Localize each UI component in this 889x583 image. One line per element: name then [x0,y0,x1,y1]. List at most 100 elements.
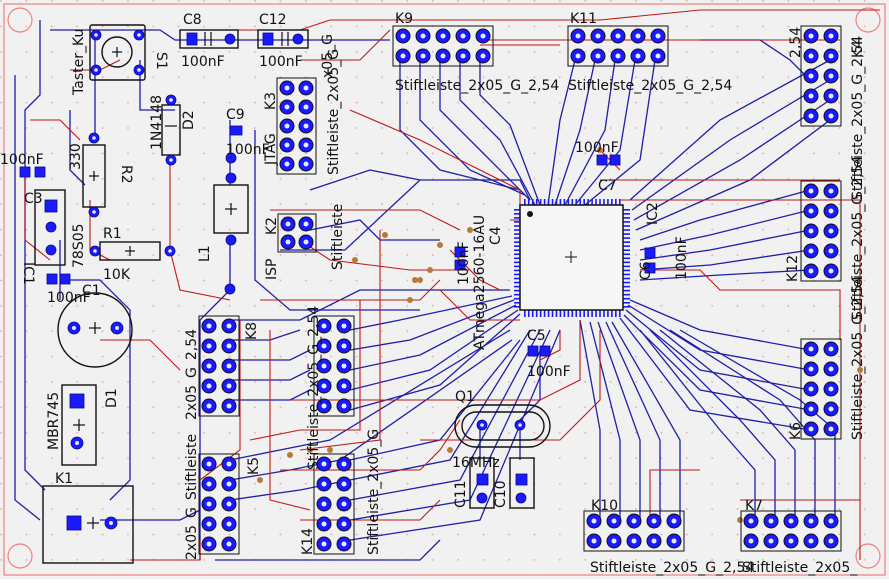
header-pin-hole [321,461,327,467]
ic-pin [579,199,582,209]
ic-pin [619,307,621,317]
header-pin-hole [206,501,212,507]
header-pin-hole [226,521,232,527]
ic-pin [591,199,593,209]
ic-pin [514,277,524,280]
ic-pin [563,199,566,209]
label-78s05: 78S05 [71,223,87,268]
label-q1: Q1 [455,389,475,405]
ic-pin [535,307,538,317]
label-k8-name: 2x05_G_2,54 [184,329,200,420]
pad-holes [72,33,522,525]
header-k13 [313,315,355,417]
label-x05g-top: x05_G [320,34,336,78]
header-k5 [198,453,240,555]
ic-pin [567,307,570,317]
header-pin-hole [808,518,814,524]
mounting-hole [7,543,33,569]
label-k4-name: Stiftleiste_2x05_G_2,54 [850,36,866,200]
ic-pin [514,273,524,276]
header-pin-hole [420,33,426,39]
ic-pin [620,253,630,256]
top-layer-traces [24,9,880,561]
ic-pin [595,307,597,317]
ic-pin [514,257,524,260]
ic-pin [583,199,585,209]
ic-pin [514,301,524,304]
ic-pin [575,307,578,317]
ic-pin [514,245,524,247]
ic-pin [539,307,542,317]
header-pin-hole [303,85,309,91]
label-c6: C6 [638,261,654,280]
header-k2 [277,213,317,253]
pin-headers [198,25,842,555]
ic-pin [615,199,617,209]
label-k3-name: Stiftleiste_2x05_G [326,49,342,175]
ic-pin [559,307,562,317]
ic-pin [514,261,524,264]
header-pin-hole [321,541,327,547]
label-k12: K12 [785,255,801,282]
header-pin-hole [808,228,814,234]
ic-pin [583,307,585,317]
header-pin-hole [828,268,834,274]
header-pin-hole [671,538,677,544]
header-k3 [276,77,317,175]
header-pin-hole [808,188,814,194]
header-pin-hole [321,363,327,369]
label-taster: Taster_Ku [71,29,87,96]
header-pin-hole [808,208,814,214]
header-pin-hole [615,33,621,39]
switch-s1-body [89,24,146,81]
header-pin-hole [341,403,347,409]
header-pin-hole [303,221,309,227]
label-mbr745: MBR745 [46,392,62,450]
header-pin-hole [226,343,232,349]
label-d2: D2 [181,110,197,130]
header-pin-hole [808,268,814,274]
ic-pin [514,306,524,308]
header-pin-hole [788,518,794,524]
label-k6-name: Stiftleiste_2x05_G_2,54 [850,276,866,440]
ic-pin [620,281,630,284]
ic-pin [539,199,542,209]
label-k13-name: Stiftleiste_2x05_G_2,54 [306,306,322,470]
ic-pin [563,307,566,317]
header-pin-hole [828,53,834,59]
label-c3-value: 100nF [0,152,44,168]
header-pin-hole [400,33,406,39]
header-pin-hole [808,73,814,79]
bottom-layer-traces [14,20,836,561]
header-pin-hole [341,383,347,389]
header-pin-hole [828,406,834,412]
header-pin-hole [206,343,212,349]
header-pin-hole [284,142,290,148]
header-pin-hole [285,221,291,227]
ic-pin [551,307,554,317]
header-pin-hole [303,239,309,245]
ic-pin [591,307,593,317]
ic-pin [587,199,589,209]
header-k9 [392,25,494,67]
label-c5: C5 [527,328,546,344]
header-pin-hole [226,541,232,547]
label-c1: C1 [82,283,101,299]
ic-pin [620,269,630,272]
header-pin-hole [591,518,597,524]
ic-pin [514,209,524,211]
header-pin-hole [284,104,290,110]
label-k5: K5 [246,457,262,475]
label-k7-name: Stiftleiste_2x05_ [742,560,858,576]
header-pin-hole [768,538,774,544]
label-k1: K1 [55,471,73,487]
ic-pin [571,307,574,317]
header-pin-hole [828,73,834,79]
ic-pin [620,297,630,300]
header-pin-hole [206,403,212,409]
header-pin-hole [321,403,327,409]
ic-pin [514,229,524,231]
header-k10 [583,510,685,552]
